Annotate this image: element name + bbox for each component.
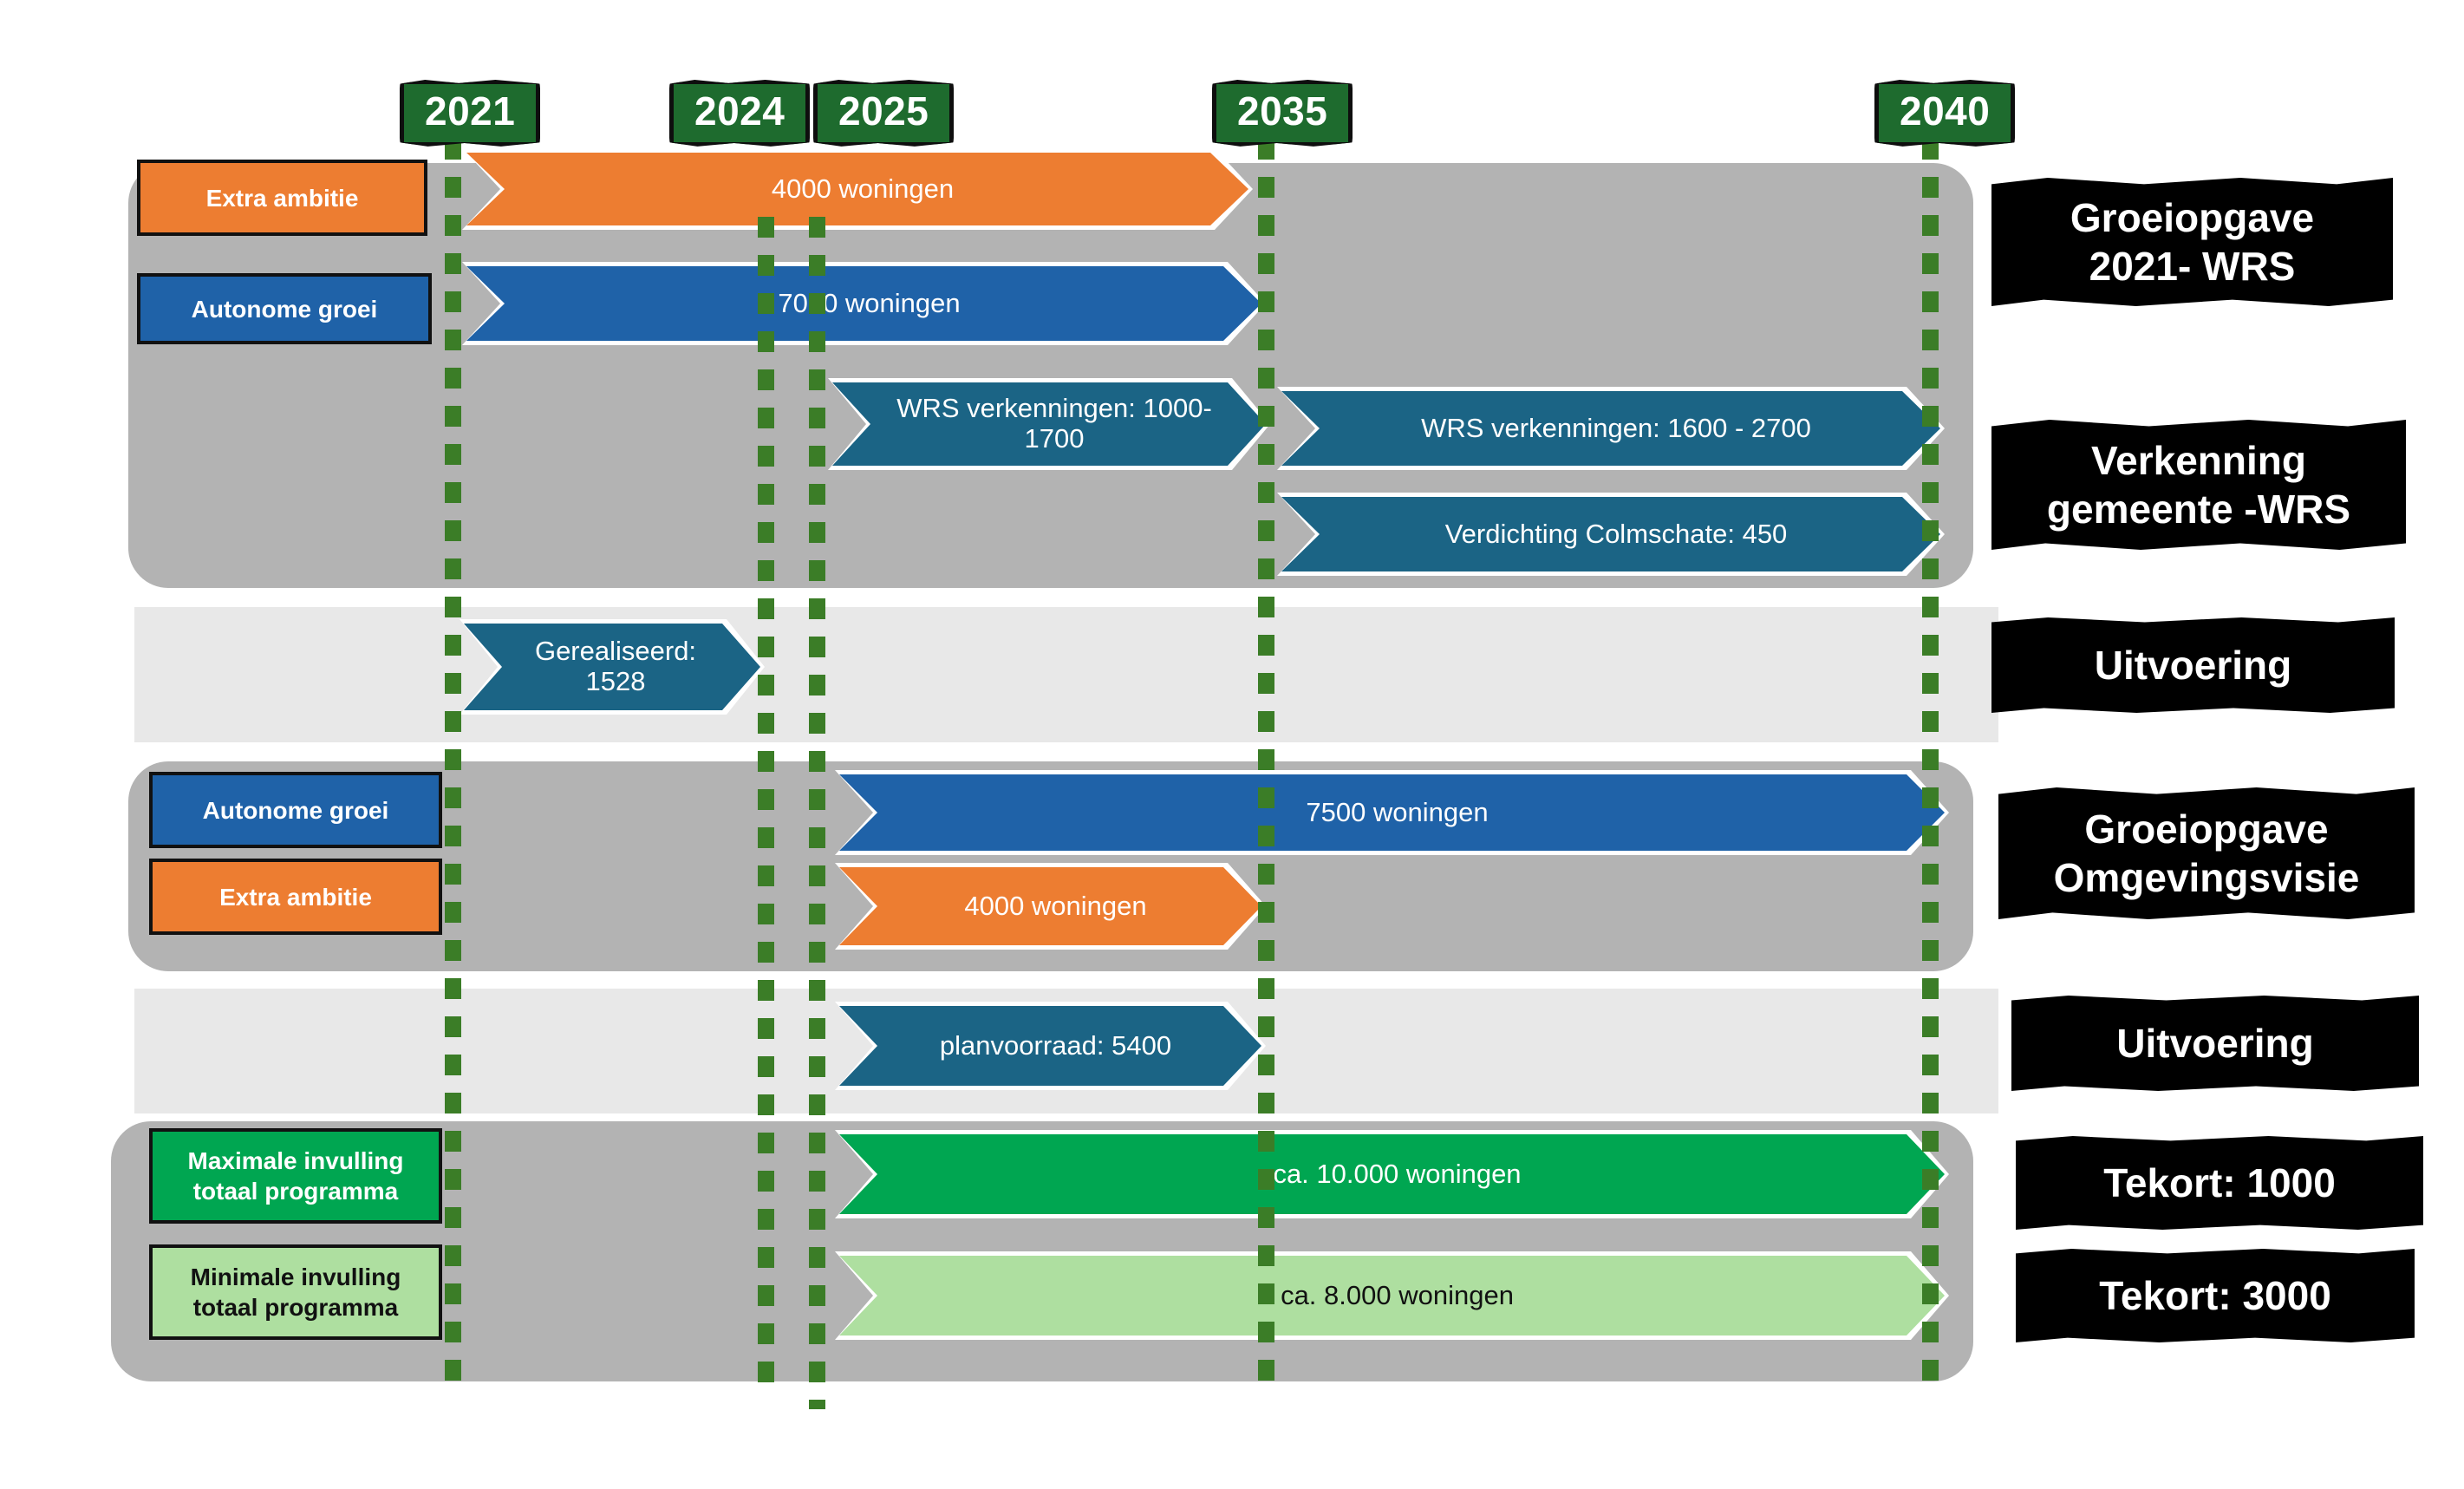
key-label: Extra ambitie (205, 184, 359, 212)
year-label: 2035 (1237, 88, 1328, 134)
flag-body: 2040 (1874, 80, 2016, 147)
key-label: Maximale invulling totaal programma (187, 1147, 404, 1205)
year-flag-2035[interactable]: 2035 (1212, 80, 1353, 147)
year-flag-2021[interactable]: 2021 (400, 80, 541, 147)
arrow-label: Gerealiseerd: 1528 (534, 636, 697, 696)
banner-tekort-3000[interactable]: Tekort: 3000 (2016, 1249, 2415, 1342)
key-maximale-invulling[interactable]: Maximale invulling totaal programma (149, 1128, 442, 1224)
arrow-label: 7000 woningen (778, 287, 961, 318)
banner-uitvoering-2[interactable]: Uitvoering (2011, 996, 2419, 1091)
flag-body: 2021 (400, 80, 541, 147)
arrow-label: WRS verkenningen: 1000- 1700 (896, 393, 1212, 454)
arrow-extra-ambitie-4000b[interactable]: 4000 woningen (839, 867, 1261, 945)
arrow-maximaal-10000[interactable]: ca. 10.000 woningen (839, 1134, 1945, 1214)
key-minimale-invulling[interactable]: Minimale invulling totaal programma (149, 1244, 442, 1340)
flag-body: 2025 (813, 80, 955, 147)
key-extra-ambitie[interactable]: Extra ambitie (137, 160, 427, 236)
arrow-label: 4000 woningen (771, 173, 955, 204)
banner-label: Uitvoering (2116, 1020, 2314, 1066)
banner-label: Groeiopgave Omgevingsvisie (2053, 806, 2360, 900)
arrow-wrs-verkenningen-2[interactable]: WRS verkenningen: 1600 - 2700 (1281, 391, 1940, 466)
arrow-label: ca. 10.000 woningen (1273, 1158, 1522, 1189)
arrow-planvoorraad[interactable]: planvoorraad: 5400 (839, 1006, 1261, 1086)
key-label: Autonome groei (191, 295, 378, 323)
banner-groeiopgave-omgevingsvisie[interactable]: Groeiopgave Omgevingsvisie (1998, 787, 2415, 919)
banner-tekort-1000[interactable]: Tekort: 1000 (2016, 1136, 2423, 1230)
year-label: 2024 (694, 88, 785, 134)
year-label: 2021 (425, 88, 516, 134)
key-label: Minimale invulling totaal programma (190, 1264, 401, 1321)
arrow-label: Verdichting Colmschate: 450 (1444, 518, 1788, 549)
key-autonome-groei[interactable]: Autonome groei (137, 273, 432, 344)
arrow-extra-ambitie-4000[interactable]: 4000 woningen (466, 153, 1248, 225)
key-label: Autonome groei (202, 796, 389, 824)
year-label: 2040 (1900, 88, 1991, 134)
banner-groeiopgave-wrs[interactable]: Groeiopgave 2021- WRS (1991, 178, 2393, 306)
arrow-label: 7500 woningen (1306, 796, 1489, 827)
year-label: 2025 (838, 88, 929, 134)
arrow-gerealiseerd[interactable]: Gerealiseerd: 1528 (464, 624, 760, 710)
arrow-minimaal-8000[interactable]: ca. 8.000 woningen (839, 1256, 1945, 1336)
key-label: Extra ambitie (219, 883, 372, 911)
band-uitvoering-1 (134, 607, 1998, 742)
year-flag-2040[interactable]: 2040 (1874, 80, 2016, 147)
year-flag-2025[interactable]: 2025 (813, 80, 955, 147)
arrow-label: 4000 woningen (964, 890, 1147, 921)
arrow-label: ca. 8.000 woningen (1281, 1279, 1514, 1310)
banner-label: Uitvoering (2094, 642, 2292, 688)
key-autonome-groei-2[interactable]: Autonome groei (149, 772, 442, 848)
arrow-label: WRS verkenningen: 1600 - 2700 (1421, 412, 1811, 443)
year-flag-2024[interactable]: 2024 (669, 80, 811, 147)
arrow-label: planvoorraad: 5400 (939, 1029, 1172, 1061)
banner-label: Tekort: 1000 (2103, 1159, 2336, 1205)
banner-label: Tekort: 3000 (2099, 1272, 2331, 1318)
arrow-verdichting-colmschate[interactable]: Verdichting Colmschate: 450 (1281, 497, 1940, 571)
banner-label: Groeiopgave 2021- WRS (2070, 194, 2315, 289)
arrow-autonome-groei-7000[interactable]: 7000 woningen (466, 266, 1261, 341)
arrow-wrs-verkenningen-1[interactable]: WRS verkenningen: 1000- 1700 (832, 382, 1266, 466)
flag-body: 2024 (669, 80, 811, 147)
banner-uitvoering-1[interactable]: Uitvoering (1991, 617, 2395, 713)
arrow-autonome-groei-7500[interactable]: 7500 woningen (839, 774, 1945, 851)
banner-label: Verkenning gemeente -WRS (2046, 437, 2351, 532)
flag-body: 2035 (1212, 80, 1353, 147)
key-extra-ambitie-2[interactable]: Extra ambitie (149, 859, 442, 935)
banner-verkenning-gemeente[interactable]: Verkenning gemeente -WRS (1991, 420, 2406, 550)
